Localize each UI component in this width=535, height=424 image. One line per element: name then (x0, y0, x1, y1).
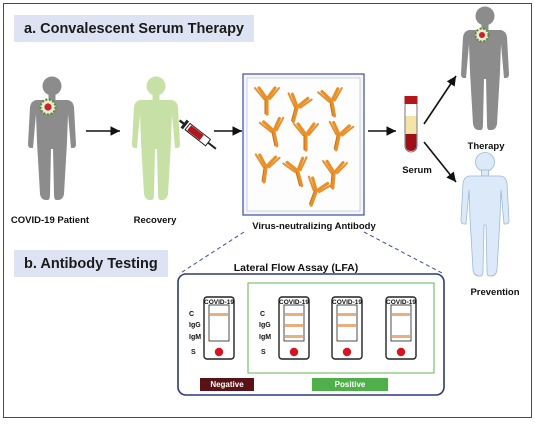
negative-badge: Negative (200, 378, 254, 391)
syringe-icon (178, 119, 217, 150)
serum-label: Serum (402, 165, 432, 176)
row-label-igg: IgG (189, 322, 201, 329)
virus-icon (474, 27, 490, 43)
prevention-label: Prevention (470, 287, 520, 298)
patient-figure (28, 76, 76, 200)
row-label-igm: IgM (259, 334, 272, 341)
figure-frame: a. Convalescent Serum Therapy b. Antibod… (3, 3, 532, 418)
zoom-line-left (178, 231, 245, 275)
arrow-serum-therapy (423, 75, 457, 125)
strip-title: COVID-19 (332, 299, 362, 306)
row-label-igm: IgM (189, 334, 202, 341)
patient-label: COVID-19 Patient (10, 215, 90, 226)
blood-tube-icon (404, 96, 418, 153)
recovery-figure (132, 76, 180, 200)
lfa-strip-negative (203, 296, 235, 360)
row-label-igg: IgG (259, 322, 271, 329)
lfa-strip-positive-3 (385, 296, 417, 360)
strip-title: COVID-19 (204, 299, 234, 306)
recovery-label: Recovery (133, 215, 177, 226)
lfa-title: Lateral Flow Assay (LFA) (233, 262, 359, 274)
strip-title: COVID-19 (386, 299, 416, 306)
diagram-canvas (28, 6, 510, 396)
row-label-c: C (189, 311, 195, 318)
therapy-label: Therapy (467, 141, 505, 152)
prevention-figure (460, 152, 510, 277)
lfa-strip-positive-2 (331, 296, 363, 360)
row-label-s: S (261, 349, 266, 356)
positive-badge: Positive (312, 378, 388, 391)
row-label-c: C (260, 311, 266, 318)
antibody-label: Virus-neutralizing Antibody (252, 221, 376, 232)
strip-title: COVID-19 (279, 299, 309, 306)
section-a-title: a. Convalescent Serum Therapy (14, 15, 254, 42)
section-b-title: b. Antibody Testing (14, 250, 168, 277)
virus-icon (39, 98, 57, 116)
therapy-figure (461, 6, 509, 130)
row-label-s: S (191, 349, 196, 356)
lfa-strip-positive-1 (278, 296, 310, 360)
zoom-line-right (363, 231, 445, 275)
arrow-serum-prevention (423, 141, 457, 183)
